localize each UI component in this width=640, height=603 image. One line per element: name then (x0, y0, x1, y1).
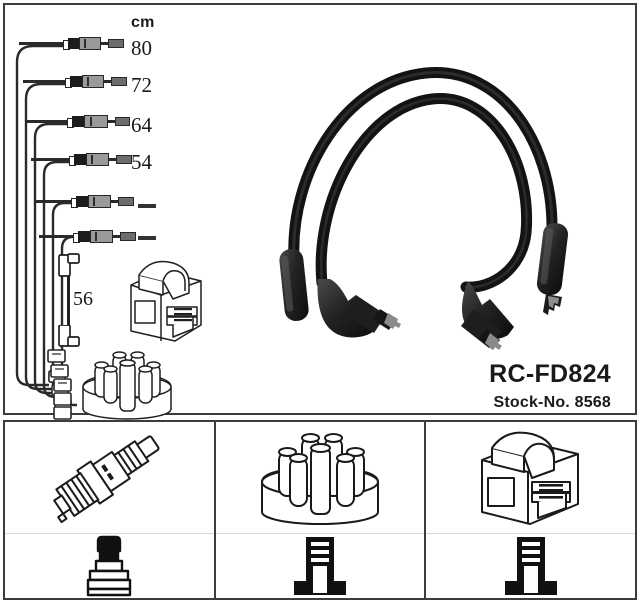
coil-lead-length-label: 56 (73, 288, 93, 310)
stock-number: Stock-No. 8568 (493, 394, 611, 411)
cable-lead-row-1 (19, 37, 127, 50)
lead-connector-1 (63, 37, 127, 50)
legend-panel-spark-plug (5, 422, 214, 598)
cable-lead-row-6 (39, 230, 147, 243)
lead-connector-5 (71, 195, 137, 208)
ignition-coil-icon (480, 431, 579, 525)
coil-lead-boot-top (58, 253, 80, 277)
product-code: RC-FD824 (489, 360, 611, 388)
lead-connector-6 (73, 230, 139, 243)
ignition-coil-component-cell (426, 422, 636, 534)
main-diagram-frame: cm 80 72 64 54 (3, 3, 637, 420)
harness-terminal-boots (47, 349, 72, 420)
spark-plug-boot-cell (5, 534, 214, 598)
distributor-cap-component-cell (215, 422, 425, 534)
ignition-coil-illustration (130, 260, 202, 342)
measurement-value-5 (138, 204, 156, 208)
spark-plug-boot-icon (87, 535, 132, 597)
coil-lead-boot-bottom (58, 325, 80, 347)
measurement-value-4: 54 (131, 150, 152, 174)
distributor-cap-illustration (82, 351, 172, 420)
distributor-cap-icon (261, 432, 379, 525)
cable-lead-row-2 (23, 75, 131, 88)
straight-terminal-boot-icon (504, 537, 557, 595)
legend-panel-ignition-coil (424, 422, 636, 598)
legend-panel-distributor-cap (213, 422, 425, 598)
measurement-value-3: 64 (131, 113, 152, 137)
lead-connector-3 (67, 115, 133, 128)
lead-connector-2 (65, 75, 129, 88)
measurement-value-6 (138, 236, 156, 240)
straight-terminal-boot-icon (294, 537, 346, 595)
cable-lead-row-3 (27, 115, 135, 128)
cable-set-photo (260, 51, 600, 351)
cable-lead-row-4 (31, 153, 139, 166)
measurement-value-1: 80 (131, 36, 152, 60)
ignition-coil-terminal-cell (426, 534, 635, 598)
lead-connector-4 (69, 153, 135, 166)
spark-plug-icon (53, 434, 160, 523)
measurement-value-2: 72 (131, 73, 152, 97)
cable-lead-row-5 (35, 195, 143, 208)
legend-panels (3, 420, 637, 600)
distributor-terminal-cell (216, 534, 425, 598)
unit-header: cm (131, 14, 155, 31)
spark-plug-component-cell (5, 422, 214, 534)
